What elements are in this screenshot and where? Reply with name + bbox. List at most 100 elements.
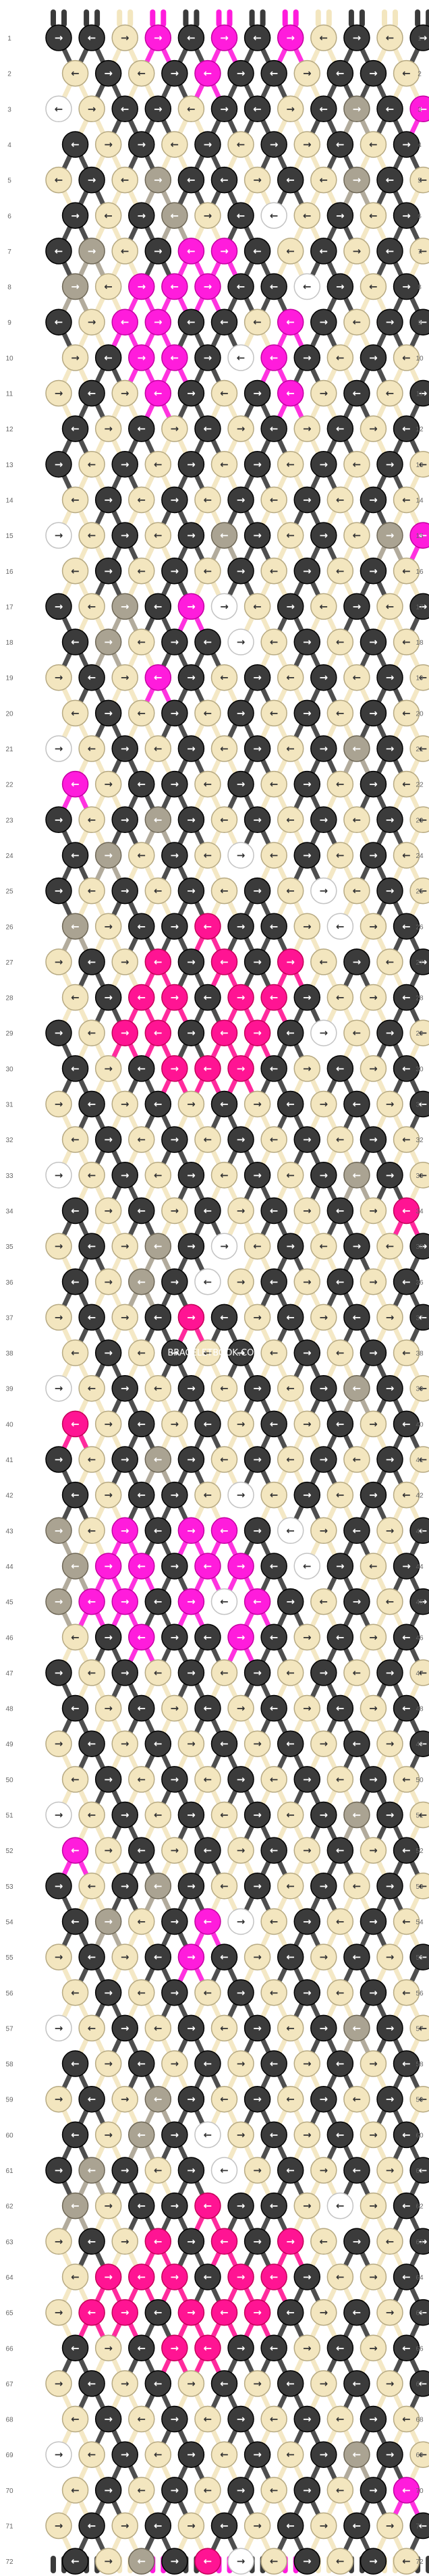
arrow-right-icon: → — [303, 2128, 312, 2141]
arrow-left-icon: ← — [270, 1987, 279, 1999]
row-number-right: 66 — [416, 2345, 424, 2353]
arrow-left-icon: ← — [154, 1311, 163, 1323]
arrow-right-icon: → — [369, 565, 378, 577]
arrow-right-icon: → — [286, 103, 295, 115]
arrow-right-icon: → — [303, 636, 312, 648]
knot — [376, 664, 403, 691]
arrow-left-icon: ← — [220, 458, 229, 471]
arrow-left-icon: ← — [270, 281, 279, 293]
knot — [310, 948, 337, 975]
arrow-right-icon: → — [237, 1702, 246, 1715]
row-number-right: 68 — [416, 2417, 424, 2424]
knot — [293, 628, 320, 655]
knot — [111, 877, 138, 905]
arrow-right-icon: → — [104, 2271, 113, 2283]
knot — [78, 593, 105, 620]
arrow-left-icon: ← — [88, 1383, 96, 1395]
knot — [260, 202, 287, 229]
row-number-left: 2 — [7, 71, 11, 78]
arrow-left-icon: ← — [154, 813, 163, 826]
arrow-left-icon: ← — [336, 2484, 345, 2496]
arrow-left-icon: ← — [154, 2235, 163, 2247]
row-number-left: 14 — [5, 497, 13, 504]
arrow-left-icon: ← — [137, 1702, 146, 1715]
arrow-right-icon: → — [369, 1631, 378, 1643]
knot — [161, 1339, 188, 1366]
arrow-left-icon: ← — [71, 778, 80, 790]
knot — [161, 1694, 188, 1722]
arrow-left-icon: ← — [137, 2484, 146, 2496]
knot — [326, 1126, 354, 1153]
knot — [161, 1055, 188, 1082]
arrow-right-icon: → — [171, 1276, 179, 1288]
row-number-right: 36 — [416, 1279, 424, 1287]
knot — [326, 273, 354, 300]
arrow-left-icon: ← — [137, 2200, 146, 2212]
arrow-left-icon: ← — [204, 1133, 212, 1146]
arrow-right-icon: → — [419, 32, 428, 44]
knot — [78, 664, 105, 691]
row-number-right: 27 — [416, 959, 424, 967]
arrow-right-icon: → — [237, 1987, 246, 1999]
knot — [310, 379, 337, 407]
arrow-right-icon: → — [320, 813, 328, 826]
arrow-left-icon: ← — [137, 2128, 146, 2141]
knot — [326, 842, 354, 869]
arrow-left-icon: ← — [88, 2022, 96, 2034]
arrow-right-icon: → — [320, 1311, 328, 1323]
knot — [360, 913, 387, 940]
arrow-left-icon: ← — [220, 813, 229, 826]
arrow-right-icon: → — [55, 885, 63, 897]
arrow-left-icon: ← — [270, 423, 279, 435]
arrow-right-icon: → — [386, 743, 395, 755]
arrow-left-icon: ← — [237, 352, 246, 364]
knot — [210, 735, 238, 762]
arrow-left-icon: ← — [286, 387, 295, 400]
knot — [393, 344, 420, 371]
row-number-right: 44 — [416, 1563, 424, 1571]
arrow-left-icon: ← — [154, 672, 163, 684]
knot — [393, 1126, 420, 1153]
arrow-right-icon: → — [303, 920, 312, 932]
knot — [227, 558, 254, 585]
arrow-left-icon: ← — [270, 2271, 279, 2283]
row-number-left: 29 — [5, 1030, 13, 1038]
arrow-left-icon: ← — [419, 529, 428, 541]
row-number-left: 55 — [5, 1954, 13, 1962]
knot — [260, 131, 287, 158]
arrow-right-icon: → — [121, 529, 130, 541]
knot — [326, 1694, 354, 1722]
arrow-left-icon: ← — [137, 636, 146, 648]
knot — [111, 308, 138, 336]
knot — [260, 913, 287, 940]
knot — [227, 1339, 254, 1366]
arrow-right-icon: → — [237, 1773, 246, 1786]
arrow-left-icon: ← — [286, 1880, 295, 1892]
knot — [144, 1446, 172, 1473]
arrow-left-icon: ← — [419, 1383, 428, 1395]
arrow-right-icon: → — [303, 2413, 312, 2425]
arrow-right-icon: → — [187, 1383, 196, 1395]
arrow-left-icon: ← — [220, 1809, 229, 1821]
knot — [61, 1197, 89, 1225]
arrow-left-icon: ← — [270, 1773, 279, 1786]
arrow-left-icon: ← — [419, 103, 428, 115]
knot — [194, 1481, 221, 1509]
arrow-right-icon: → — [369, 778, 378, 790]
knot — [78, 24, 105, 51]
arrow-right-icon: → — [303, 138, 312, 151]
arrow-left-icon: ← — [336, 1702, 345, 1715]
knot — [277, 1162, 304, 1189]
arrow-right-icon: → — [137, 352, 146, 364]
arrow-left-icon: ← — [187, 32, 196, 44]
arrow-right-icon: → — [386, 458, 395, 471]
arrow-left-icon: ← — [419, 1524, 428, 1536]
row-number-left: 19 — [5, 675, 13, 682]
arrow-left-icon: ← — [286, 2093, 295, 2105]
arrow-left-icon: ← — [402, 423, 411, 435]
knot — [78, 451, 105, 478]
knot — [277, 1233, 304, 1260]
arrow-left-icon: ← — [154, 2022, 163, 2034]
arrow-left-icon: ← — [88, 32, 96, 44]
arrow-right-icon: → — [237, 636, 246, 648]
